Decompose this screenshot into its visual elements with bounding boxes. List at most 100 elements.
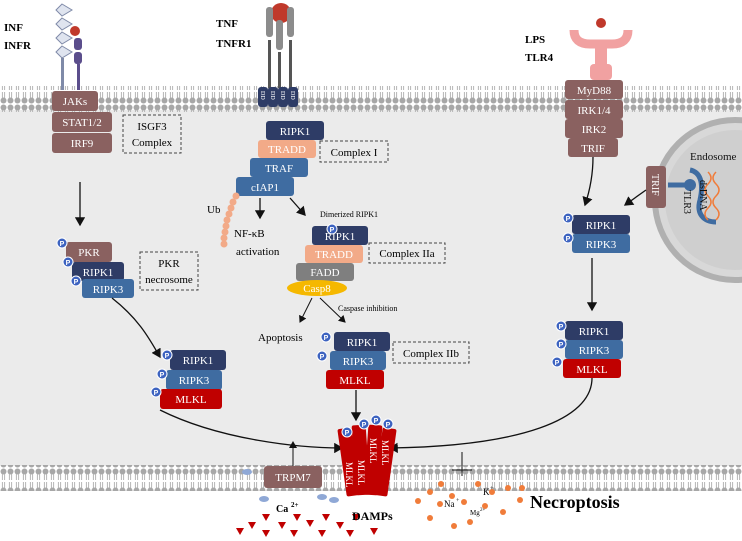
complex-i-label: Complex I	[331, 147, 378, 159]
dsdna-helix-icon	[704, 171, 712, 221]
necroptosis-title: Necroptosis	[530, 492, 620, 512]
svg-text:P: P	[566, 216, 571, 223]
irf9-label: IRF9	[71, 138, 94, 150]
svg-text:P: P	[566, 236, 571, 243]
irk2-label: IRK2	[582, 124, 606, 136]
phospho-marker-17: P	[382, 418, 394, 430]
irk14-label: IRK1/4	[578, 105, 612, 117]
phospho-marker-10: P	[562, 212, 574, 224]
apoptosis-label: Apoptosis	[258, 332, 303, 344]
nfkb-activation-label: activation	[236, 246, 280, 258]
tlr4-label: TLR4	[525, 52, 554, 64]
c2b-mlkl-label: MLKL	[339, 375, 370, 387]
phospho-marker-14: P	[551, 356, 563, 368]
complex-iia-label: Complex IIa	[379, 248, 434, 260]
complex-iib: RIPK1 RIPK3 MLKL Complex IIb	[326, 332, 470, 389]
c2a-casp8-label: Casp8	[303, 283, 331, 295]
ub-label: Ub	[207, 204, 221, 216]
c1-traf-label: TRAF	[265, 163, 293, 175]
pkr-label: PKR	[78, 247, 100, 259]
phospho-marker-11: P	[562, 232, 574, 244]
svg-text:P: P	[559, 342, 564, 349]
complex-i: RIPK1 TRADD TRAF cIAP1 Complex I	[236, 121, 389, 196]
phospho-marker-15: P	[358, 418, 370, 430]
trif-side-label: TRIF	[649, 174, 660, 196]
mlkl-pore: MLKL MLKL MLKL MLKL	[337, 424, 397, 497]
phospho-marker-5: P	[156, 368, 168, 380]
phospho-marker-1: P	[56, 237, 68, 249]
phospho-marker-13: P	[555, 338, 567, 350]
c2b-ripk1-label: RIPK1	[347, 337, 378, 349]
phospho-marker-4: P	[161, 349, 173, 361]
lps-label: LPS	[525, 34, 545, 46]
damps-particles	[236, 514, 378, 537]
magnesium-charge: 2+	[480, 508, 486, 513]
phospho-marker-18: P	[341, 426, 353, 438]
c1-ripk1-label: RIPK1	[280, 126, 311, 138]
stat12-label: STAT1/2	[62, 117, 101, 129]
c2a-tradd-label: TRADD	[315, 249, 353, 261]
phospho-marker-16: P	[370, 414, 382, 426]
svg-text:P: P	[559, 324, 564, 331]
left-mlkl-label: MLKL	[175, 394, 206, 406]
pore-mlkl-label-1: MLKL	[344, 462, 354, 488]
svg-text:P: P	[374, 418, 379, 425]
caspase-inhibition-label: Caspase inhibition	[338, 304, 397, 313]
pkr-ripk1-label: RIPK1	[83, 267, 114, 279]
tlr4-receptor-icon	[569, 18, 633, 82]
infr-receptor-icon	[55, 3, 82, 90]
complex-iia: RIPK1 TRADD FADD Casp8 Complex IIa	[287, 226, 446, 296]
pore-mlkl-label-2: MLKL	[356, 460, 366, 486]
potassium-charge: +	[490, 486, 494, 492]
dimerized-ripk1-label: Dimerized RIPK1	[320, 210, 378, 219]
pore-mlkl-label-4: MLKL	[380, 440, 390, 466]
trif-side-box	[646, 166, 666, 208]
svg-text:P: P	[160, 372, 165, 379]
left-ripk1-label: RIPK1	[183, 355, 214, 367]
tlr-ripk1-label: RIPK1	[586, 220, 617, 232]
pkr-ripk3-label: RIPK3	[93, 284, 124, 296]
complex-iib-label: Complex IIb	[403, 348, 459, 360]
potassium-label: K	[483, 487, 490, 497]
pkr-necrosome-title: PKR	[158, 258, 180, 270]
endosome-label: Endosome	[690, 151, 737, 163]
svg-text:P: P	[555, 360, 560, 367]
dd-label-3: DD	[279, 91, 285, 100]
calcium-charge: 2+	[291, 501, 299, 509]
sodium-charge: +	[456, 498, 460, 504]
tlr-ripk3-label: RIPK3	[586, 239, 617, 251]
dd-label-2: DD	[269, 91, 275, 100]
c1-tradd-label: TRADD	[268, 144, 306, 156]
left-ripk3-label: RIPK3	[179, 375, 210, 387]
trpm7-channel	[264, 466, 322, 488]
ubiquitin-chain-icon	[220, 192, 240, 248]
tnfr1-receptor-icon: DD DD DD DD	[258, 3, 298, 107]
isgf3-complex-label: Complex	[132, 137, 173, 149]
pore-mlkl-label-3: MLKL	[368, 438, 378, 464]
svg-text:P: P	[362, 422, 367, 429]
svg-text:P: P	[345, 430, 350, 437]
svg-text:P: P	[320, 354, 325, 361]
svg-text:P: P	[386, 422, 391, 429]
c2a-fadd-label: FADD	[310, 267, 339, 279]
svg-text:P: P	[165, 353, 170, 360]
phospho-marker-7: P	[326, 223, 338, 235]
tlr-necrosome: RIPK1 RIPK3 MLKL	[563, 321, 623, 378]
svg-text:P: P	[66, 260, 71, 267]
jaks-label: JAKs	[63, 96, 87, 108]
phospho-marker-3: P	[70, 275, 82, 287]
phospho-marker-2: P	[62, 256, 74, 268]
phospho-marker-6: P	[150, 386, 162, 398]
svg-text:P: P	[74, 279, 79, 286]
svg-text:P: P	[330, 227, 335, 234]
pkr-necrosome-subtitle: necrosome	[145, 274, 193, 286]
tlr-low-mlkl-label: MLKL	[576, 364, 607, 376]
dd-label-1: DD	[259, 91, 265, 100]
tlr4-adaptor-stack: MyD88 IRK1/4 IRK2 TRIF	[565, 80, 623, 157]
isgf3-label: ISGF3	[137, 121, 167, 133]
sodium-label: Na	[444, 499, 455, 509]
phospho-marker-9: P	[316, 350, 328, 362]
ion-flux: Na + K + Mg 2+	[415, 452, 525, 529]
